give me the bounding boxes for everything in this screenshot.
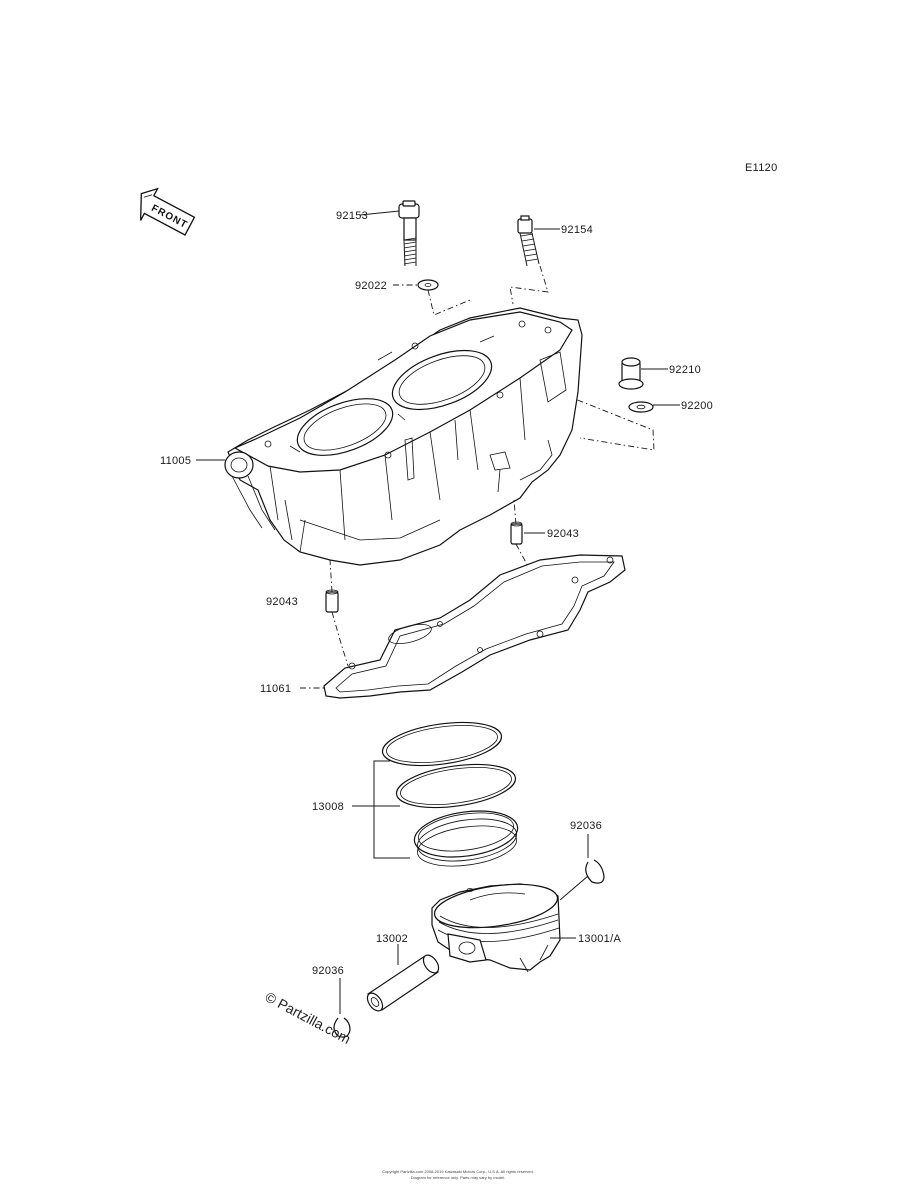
piston-ring-top[interactable] [380,716,504,772]
callout-92210: 92210 [669,364,701,376]
callout-13001a: 13001/A [578,933,621,945]
footer-line-1: Copyright Partzilla.com 2008-2019 Kawasa… [382,1169,534,1174]
diagram-code: E1120 [745,162,778,174]
washer-92022[interactable] [417,279,439,291]
circlip-92036-right[interactable] [585,859,605,884]
callout-92154: 92154 [561,224,593,236]
callout-92036-left: 92036 [312,965,344,977]
piston-13001a[interactable] [431,878,561,973]
callout-11005: 11005 [160,455,191,467]
callout-92200: 92200 [681,400,713,412]
callout-92043-left: 92043 [266,596,298,608]
dowel-92043-left[interactable] [325,589,339,613]
piston-ring-second[interactable] [394,758,518,814]
gasket-11061[interactable] [323,554,626,699]
cylinder-block-11005[interactable] [224,307,583,566]
front-arrow-icon: FRONT [140,187,196,236]
callout-11061: 11061 [260,683,291,695]
callout-92022: 92022 [355,280,387,292]
callout-13008: 13008 [312,801,344,813]
footer-line-2: Diagram for reference only. Parts may va… [411,1175,505,1180]
callout-92043-right: 92043 [547,528,579,540]
callout-92153: 92153 [336,210,368,222]
piston-ring-oil[interactable] [411,805,520,872]
washer-92200[interactable] [628,401,654,413]
callout-92036-right: 92036 [570,820,602,832]
dowel-92043-right[interactable] [510,521,523,545]
callout-13002: 13002 [376,933,408,945]
bolt-92153[interactable] [398,200,420,267]
bolt-92154[interactable] [517,215,540,267]
nut-92210[interactable] [618,357,644,390]
circlip-92036-left[interactable] [333,1017,351,1038]
piston-pin-13002[interactable] [364,952,441,1013]
